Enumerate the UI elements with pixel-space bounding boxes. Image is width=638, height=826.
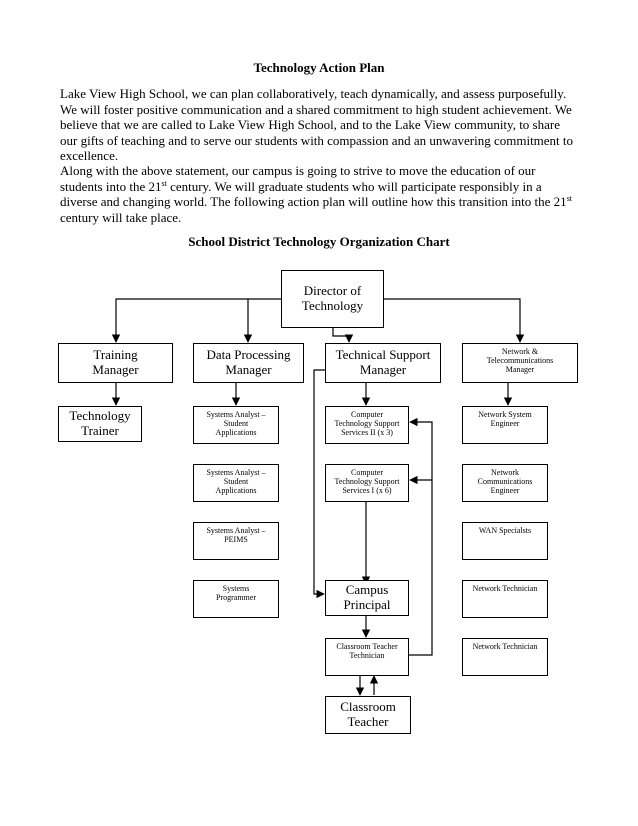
wan-specialists-box: WAN Specialsts (462, 522, 548, 560)
connector-technical-support-bracket (313, 369, 325, 599)
network-technician-box-2: Network Technician (462, 638, 548, 676)
network-technician-box-1: Network Technician (462, 580, 548, 618)
connector-director-to-training (111, 298, 281, 343)
connector-director-to-network (384, 298, 525, 343)
document-title: Technology Action Plan (253, 60, 385, 75)
connector-technician-bracket (409, 417, 433, 656)
org-chart-title: School District Technology Organization … (188, 234, 450, 249)
mission-paragraph: Lake View High School, we can plan colla… (60, 86, 574, 163)
connector-director-to-technical-support (332, 328, 354, 343)
systems-analyst-peims-box: Systems Analyst –PEIMS (193, 522, 279, 560)
vision-paragraph: Along with the above statement, our camp… (60, 163, 573, 225)
